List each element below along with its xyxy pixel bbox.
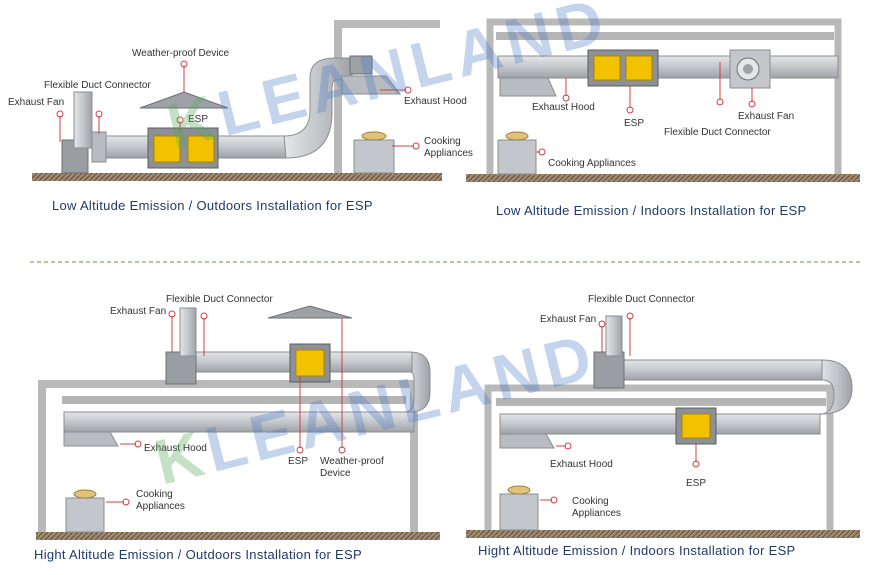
ground	[36, 532, 440, 540]
leader-lines	[536, 62, 756, 156]
cooking-appliance	[65, 489, 105, 533]
exhaust-fan	[729, 49, 771, 89]
label-exhaust-hood: Exhaust Hood	[532, 102, 595, 113]
label-esp: ESP	[686, 478, 706, 489]
label-exhaust-hood: Exhaust Hood	[404, 96, 467, 107]
duct-elbow	[283, 57, 353, 159]
weather-proof-device	[267, 305, 353, 319]
label-weather-proof: Weather-proof Device	[132, 48, 230, 59]
ground	[32, 173, 442, 181]
duct-indoor	[63, 411, 415, 433]
label-flexible-connector: Flexible Duct Connector	[166, 294, 273, 305]
building-walls	[486, 18, 842, 174]
duct-indoor	[499, 413, 821, 435]
caption-low-outdoors: Low Altitude Emission / Outdoors Install…	[52, 198, 373, 213]
building-walls	[484, 384, 834, 530]
label-exhaust-fan: Exhaust Fan	[540, 314, 596, 325]
cooking-appliance	[499, 485, 539, 531]
exhaust-fan	[165, 307, 197, 385]
duct-roof	[615, 359, 823, 381]
label-cooking: Cooking Appliances	[424, 136, 473, 159]
label-exhaust-hood: Exhaust Hood	[550, 459, 613, 470]
ceiling-slab	[496, 398, 826, 406]
label-cooking-line2: Appliances	[424, 148, 473, 159]
esp-unit	[147, 127, 219, 169]
duct-outlet	[349, 55, 373, 75]
ceiling-slab	[496, 32, 834, 40]
leader-lines	[56, 60, 420, 150]
label-cooking: Cooking Appliances	[136, 489, 185, 512]
label-cooking-line2: Appliances	[136, 501, 185, 512]
ground	[466, 174, 860, 182]
panel-high-outdoors: Flexible Duct Connector Exhaust Fan Exha…	[36, 294, 440, 540]
exhaust-hood	[499, 433, 555, 449]
exhaust-hood	[499, 77, 557, 97]
label-exhaust-fan: Exhaust Fan	[738, 111, 794, 122]
label-cooking: Cooking Appliances	[548, 158, 636, 169]
label-cooking-line1: Cooking	[572, 496, 609, 507]
weather-proof-device	[139, 91, 229, 109]
cooking-appliance	[497, 131, 537, 175]
leader-lines	[540, 312, 700, 504]
label-weather-line1: Weather-proof	[320, 456, 384, 467]
label-flexible-connector: Flexible Duct Connector	[664, 127, 771, 138]
esp-unit	[289, 343, 331, 383]
label-esp: ESP	[624, 118, 644, 129]
ceiling-slab	[62, 396, 406, 404]
label-cooking-line1: Cooking	[136, 489, 173, 500]
cooking-appliance	[353, 131, 395, 174]
esp-unit	[675, 407, 717, 445]
leader-lines	[106, 310, 346, 506]
label-exhaust-hood: Exhaust Hood	[144, 443, 207, 454]
label-weather-proof: Weather-proof Device	[320, 456, 387, 479]
esp-unit	[587, 49, 659, 87]
label-weather-line2: Device	[320, 468, 351, 479]
label-cooking-line2: Appliances	[572, 508, 621, 519]
caption-low-indoors: Low Altitude Emission / Indoors Installa…	[496, 203, 807, 218]
label-exhaust-fan: Exhaust Fan	[8, 97, 64, 108]
ground	[466, 530, 860, 538]
panel-high-indoors: Flexible Duct Connector Exhaust Fan Exha…	[466, 294, 860, 538]
exhaust-fan	[593, 315, 625, 389]
panel-low-outdoors: Weather-proof Device Flexible Duct Conne…	[8, 20, 473, 181]
label-cooking: Cooking Appliances	[572, 496, 621, 519]
label-cooking-line1: Cooking	[424, 136, 461, 147]
building-wall	[334, 20, 440, 173]
exhaust-hood	[63, 431, 119, 447]
label-exhaust-fan: Exhaust Fan	[110, 306, 166, 317]
building-walls	[38, 380, 418, 532]
caption-high-outdoors: Hight Altitude Emission / Outdoors Insta…	[34, 547, 362, 562]
label-flexible-connector: Flexible Duct Connector	[588, 294, 695, 305]
caption-high-indoors: Hight Altitude Emission / Indoors Instal…	[478, 543, 796, 558]
label-flexible-connector: Flexible Duct Connector	[44, 80, 151, 91]
label-esp: ESP	[288, 456, 308, 467]
panel-low-indoors: Exhaust Hood ESP Exhaust Fan Flexible Du…	[466, 18, 860, 182]
label-esp: ESP	[188, 114, 208, 125]
